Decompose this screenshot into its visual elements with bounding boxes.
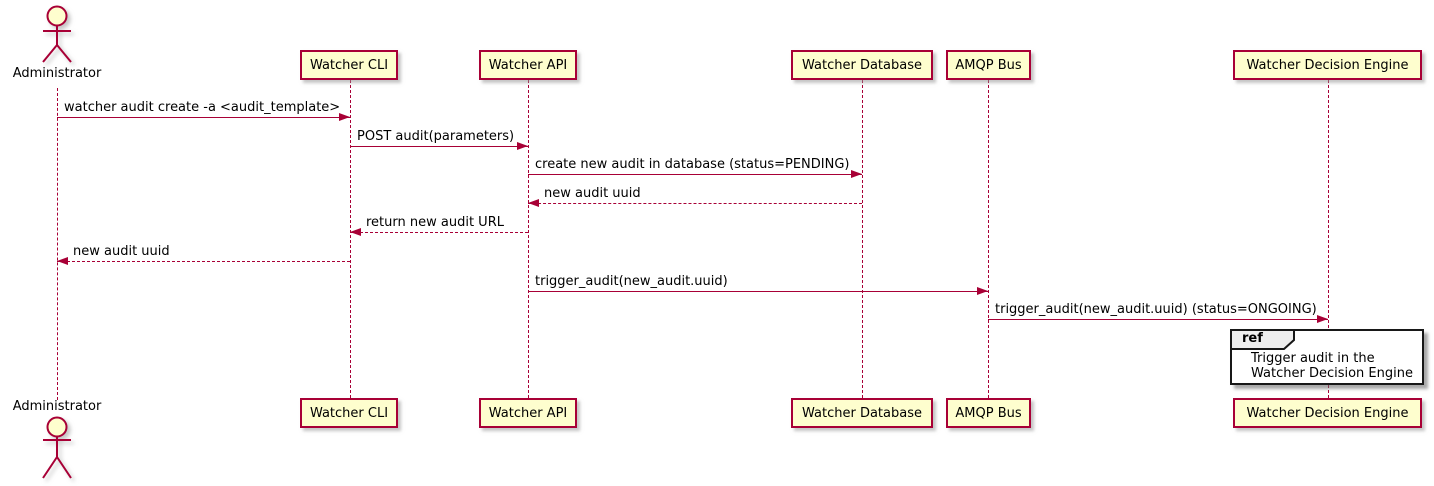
actor-administrator-bottom-icon — [42, 416, 72, 479]
participant-bottom-watcher-database: Watcher Database — [791, 398, 933, 428]
ref-content: Trigger audit in the Watcher Decision En… — [1251, 351, 1413, 381]
message-5-line — [350, 232, 528, 233]
ref-content-line-2: Watcher Decision Engine — [1251, 366, 1413, 381]
message-6: new audit uuid — [57, 242, 350, 265]
message-6-arrowhead-icon — [57, 257, 68, 265]
lifeline-watcher-decision-engine — [1328, 80, 1329, 398]
message-5-label: return new audit URL — [366, 215, 504, 230]
message-7-line — [528, 291, 988, 292]
participant-top-watcher-database: Watcher Database — [791, 50, 933, 80]
participant-top-watcher-cli: Watcher CLI — [300, 50, 398, 80]
message-1-line — [57, 117, 350, 118]
lifeline-amqp-bus — [988, 80, 989, 398]
message-8: trigger_audit(new_audit.uuid) (status=ON… — [988, 300, 1328, 323]
actor-label-administrator-bottom: Administrator — [12, 399, 102, 414]
actor-label-administrator-top: Administrator — [12, 66, 102, 81]
message-6-label: new audit uuid — [73, 244, 170, 259]
message-5: return new audit URL — [350, 213, 528, 236]
message-3-label: create new audit in database (status=PEN… — [535, 157, 850, 172]
message-1: watcher audit create -a <audit_template> — [57, 98, 350, 121]
message-3-arrowhead-icon — [851, 170, 862, 178]
message-4-arrowhead-icon — [528, 199, 539, 207]
message-3: create new audit in database (status=PEN… — [528, 155, 862, 178]
participant-bottom-watcher-api: Watcher API — [479, 398, 577, 428]
message-5-arrowhead-icon — [350, 228, 361, 236]
participant-bottom-watcher-decision-engine: Watcher Decision Engine — [1233, 398, 1422, 428]
participant-top-watcher-api: Watcher API — [479, 50, 577, 80]
message-3-line — [528, 174, 862, 175]
message-4: new audit uuid — [528, 184, 862, 207]
lifeline-watcher-cli — [350, 80, 351, 398]
message-4-line — [528, 203, 862, 204]
message-6-line — [57, 261, 350, 262]
message-2-arrowhead-icon — [517, 142, 528, 150]
message-1-label: watcher audit create -a <audit_template> — [64, 100, 341, 115]
participant-bottom-amqp-bus: AMQP Bus — [946, 398, 1031, 428]
participant-top-watcher-decision-engine: Watcher Decision Engine — [1233, 50, 1422, 80]
message-8-line — [988, 319, 1328, 320]
ref-content-line-1: Trigger audit in the — [1251, 351, 1375, 366]
message-7-arrowhead-icon — [977, 287, 988, 295]
message-1-arrowhead-icon — [339, 113, 350, 121]
lifeline-administrator — [57, 88, 58, 400]
participant-bottom-watcher-cli: Watcher CLI — [300, 398, 398, 428]
lifeline-watcher-api — [528, 80, 529, 398]
actor-administrator-icon — [42, 5, 72, 63]
ref-tab-label: ref — [1242, 331, 1263, 346]
message-2-line — [350, 146, 528, 147]
message-2: POST audit(parameters) — [350, 127, 528, 150]
message-7: trigger_audit(new_audit.uuid) — [528, 272, 988, 295]
ref-fragment: ref Trigger audit in the Watcher Decisio… — [1230, 329, 1424, 385]
message-4-label: new audit uuid — [544, 186, 641, 201]
message-8-label: trigger_audit(new_audit.uuid) (status=ON… — [995, 302, 1317, 317]
lifeline-watcher-database — [862, 80, 863, 398]
message-2-label: POST audit(parameters) — [357, 129, 515, 144]
ref-tab-icon — [1230, 329, 1295, 350]
message-7-label: trigger_audit(new_audit.uuid) — [535, 274, 728, 289]
participant-top-amqp-bus: AMQP Bus — [946, 50, 1031, 80]
message-8-arrowhead-icon — [1317, 315, 1328, 323]
